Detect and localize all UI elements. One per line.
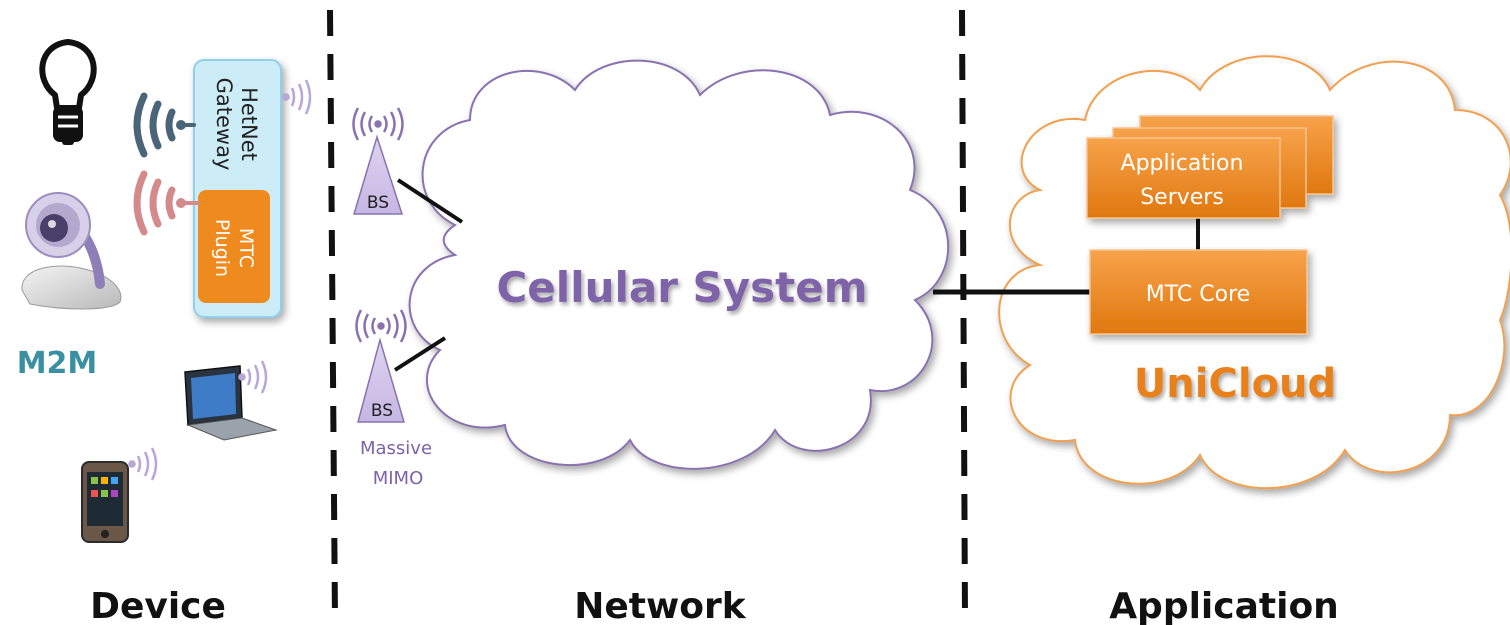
wireless-signal-icon bbox=[352, 107, 404, 141]
bs-bottom-link bbox=[393, 336, 447, 372]
application-servers-line1: Application bbox=[1121, 151, 1244, 176]
massive-mimo-line1: Massive bbox=[360, 438, 432, 459]
section-title-network: Network bbox=[574, 586, 746, 625]
section-title-device: Device bbox=[90, 586, 226, 625]
cellular-cloud bbox=[408, 59, 950, 470]
gateway-label-line1: HetNet bbox=[237, 87, 261, 161]
base-station-icon bbox=[352, 134, 404, 215]
wireless-signal-icon bbox=[238, 360, 268, 394]
lightbulb-icon bbox=[39, 39, 97, 145]
cellular-system-label: Cellular System bbox=[496, 263, 867, 312]
wireless-signal-icon bbox=[128, 447, 158, 481]
wireless-signal-icon bbox=[282, 79, 312, 115]
base-station-top: BS bbox=[352, 107, 404, 215]
gateway-label-line2: Gateway bbox=[212, 78, 236, 171]
mtc-plugin bbox=[198, 190, 270, 303]
section-title-application: Application bbox=[1109, 586, 1339, 625]
m2m-label: M2M bbox=[17, 346, 98, 381]
wireless-signal-icon bbox=[355, 309, 407, 343]
bs-top-label: BS bbox=[367, 193, 389, 213]
application-servers bbox=[1086, 115, 1334, 219]
base-station-icon bbox=[357, 337, 406, 423]
base-station-bottom: BS bbox=[355, 309, 407, 423]
bs-top-link bbox=[396, 178, 464, 224]
unicloud-label: UniCloud bbox=[1134, 361, 1336, 407]
smartphone-icon bbox=[81, 461, 129, 543]
bs-bottom-label: BS bbox=[371, 401, 393, 421]
plugin-label-line1: MTC bbox=[235, 228, 257, 268]
plugin-label-line2: Plugin bbox=[211, 219, 233, 277]
massive-mimo-line2: MIMO bbox=[373, 468, 424, 489]
mtc-core bbox=[1089, 249, 1308, 335]
laptop-icon bbox=[184, 365, 278, 441]
application-servers-line2: Servers bbox=[1140, 185, 1224, 210]
separator-right bbox=[959, 9, 968, 621]
wireless-signal-icon bbox=[133, 92, 196, 158]
wireless-signal-icon bbox=[133, 170, 200, 236]
webcam-icon bbox=[21, 192, 122, 310]
mtc-core-label: MTC Core bbox=[1146, 282, 1250, 307]
separator-left bbox=[327, 9, 338, 621]
